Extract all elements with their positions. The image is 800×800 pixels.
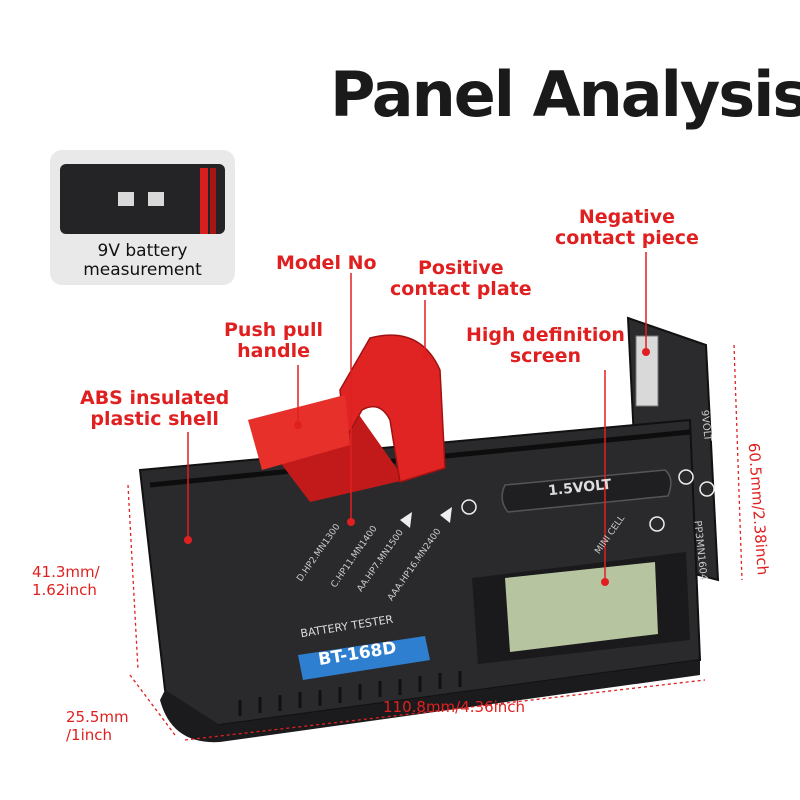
callout-lines (187, 252, 647, 582)
body-bottom-edge (160, 660, 700, 743)
model-badge (298, 636, 430, 680)
callout-positive-contact-line1: Positive (417, 257, 504, 279)
callout-push-pull-line2: handle (237, 340, 310, 362)
dimension-height-left-line2: 1.62inch (32, 581, 97, 599)
callout-dots (184, 348, 650, 586)
callout-positive-contact: Positive contact plate (390, 258, 532, 300)
negative-contact-piece (635, 335, 659, 407)
callout-positive-contact-line2: contact plate (390, 278, 532, 300)
page-title: Panel Analysis (330, 58, 800, 131)
handle-grip (248, 395, 350, 470)
vent-slots (238, 671, 462, 716)
callout-model-no: Model No (276, 252, 377, 274)
callout-screen-line2: screen (509, 345, 582, 367)
dimension-lines (127, 344, 743, 741)
lcd-screen (505, 562, 658, 652)
dimension-height-left: 41.3mm/ 1.62inch (32, 563, 100, 599)
plus-symbol-2 (649, 516, 665, 532)
inset-9v-measurement: 9V battery measurement (50, 150, 235, 285)
callout-shell: ABS insulated plastic shell (80, 388, 229, 430)
callout-push-pull: Push pull handle (224, 320, 323, 362)
callout-shell-line1: ABS insulated (80, 387, 230, 409)
callout-screen: High definition screen (466, 325, 625, 367)
dimension-depth-line1: 25.5mm (66, 708, 129, 726)
inset-caption-line1: 9V battery (97, 241, 188, 261)
plus-symbol-3 (699, 481, 715, 497)
dimension-height-left-line1: 41.3mm/ (32, 563, 100, 581)
callout-push-pull-line1: Push pull (224, 319, 324, 341)
inset-caption: 9V battery measurement (50, 242, 235, 280)
slot-arrow-1 (400, 512, 412, 528)
callout-negative-contact-line1: Negative (578, 206, 675, 228)
battery-cell (501, 469, 672, 513)
callout-screen-line1: High definition (466, 324, 625, 346)
dimension-depth: 25.5mm /1inch (66, 708, 129, 744)
callout-negative-contact: Negative contact piece (555, 207, 699, 249)
minus-symbol (678, 469, 694, 485)
plus-symbol-1 (461, 499, 477, 515)
dimension-depth-line2: /1inch (66, 726, 113, 744)
push-pull-handle (339, 334, 446, 483)
slot-arrow-2 (440, 507, 452, 523)
callout-negative-contact-line2: contact piece (555, 227, 699, 249)
dimension-length: 110.8mm/4.36inch (383, 698, 526, 716)
inset-device-illustration (60, 164, 225, 234)
callout-shell-line2: plastic shell (90, 408, 219, 430)
inset-caption-line2: measurement (83, 260, 202, 280)
